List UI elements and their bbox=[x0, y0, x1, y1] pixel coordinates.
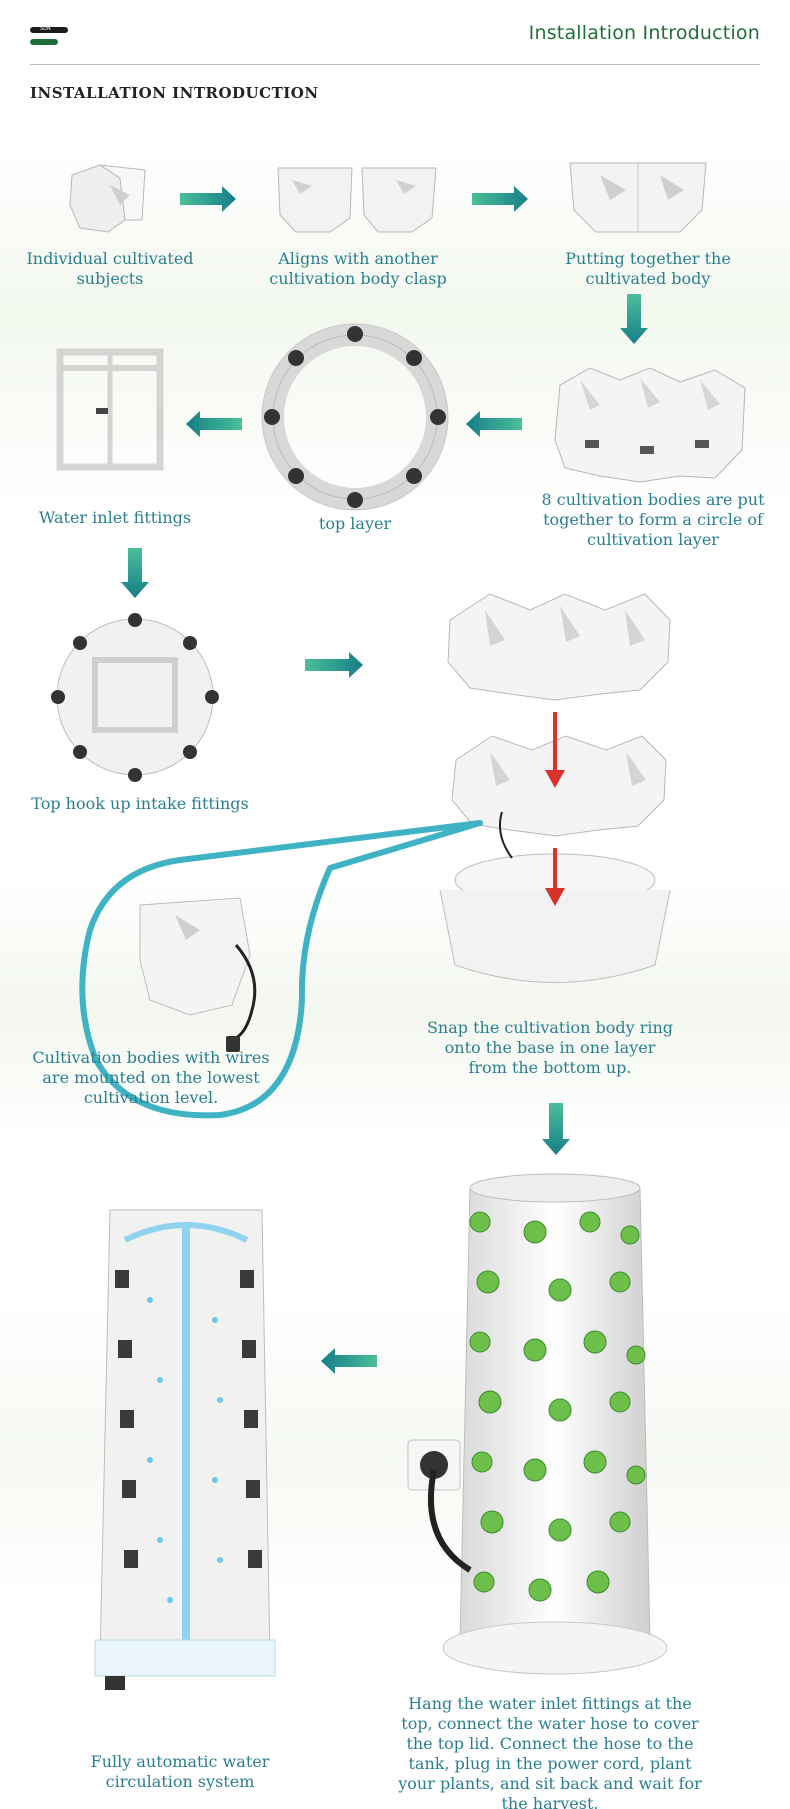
arrow-down-icon bbox=[542, 1103, 570, 1155]
arrow-left-icon bbox=[466, 411, 522, 437]
arrow-down-icon bbox=[620, 294, 648, 344]
planted-tower-image bbox=[407, 1173, 668, 1675]
circle-layer-image bbox=[554, 367, 746, 483]
assembled-body-image bbox=[569, 162, 707, 233]
step-eight-bodies-caption: 8 cultivation bodies are put together to… bbox=[541, 490, 765, 549]
brand-tiny-text: SUN bbox=[40, 26, 51, 32]
step-wires-caption: Cultivation bodies with wires are mounte… bbox=[32, 1048, 270, 1107]
step-fully-automatic-caption: Fully automatic water circulation system bbox=[90, 1752, 270, 1791]
brand-logo[interactable]: SUN bbox=[30, 25, 70, 47]
aligning-pieces-image bbox=[277, 167, 437, 233]
step-individual-caption: Individual cultivated subjects bbox=[26, 249, 194, 288]
arrow-left-icon bbox=[321, 1348, 377, 1374]
step-top-layer-caption: top layer bbox=[318, 514, 392, 533]
step-top-hook-caption: Top hook up intake fittings bbox=[31, 794, 249, 813]
wire-detail-callout bbox=[79, 820, 483, 1119]
page-title: Installation Introduction bbox=[528, 22, 760, 44]
arrow-right-icon bbox=[180, 186, 236, 212]
step-snap-caption: Snap the cultivation body ring onto the … bbox=[426, 1018, 674, 1077]
header-divider bbox=[30, 64, 760, 65]
water-circulation-tower-image bbox=[94, 1209, 276, 1690]
top-layer-ring-image bbox=[261, 323, 449, 511]
step-putting-caption: Putting together the cultivated body bbox=[565, 249, 731, 288]
arrow-right-icon bbox=[472, 186, 528, 212]
section-heading: INSTALLATION INTRODUCTION bbox=[30, 84, 319, 102]
step-water-inlet-caption: Water inlet fittings bbox=[38, 508, 192, 527]
water-inlet-fittings-image bbox=[56, 348, 164, 471]
step-aligns-caption: Aligns with another cultivation body cla… bbox=[269, 249, 447, 288]
arrow-down-icon bbox=[121, 548, 149, 598]
exploded-stack-image bbox=[439, 593, 671, 983]
intake-fittings-assembly-image bbox=[51, 613, 219, 782]
step-hang-caption: Hang the water inlet fittings at the top… bbox=[398, 1694, 702, 1809]
arrow-right-icon bbox=[305, 652, 363, 678]
arrow-left-icon bbox=[186, 411, 242, 437]
cultivation-piece-image bbox=[69, 164, 146, 233]
